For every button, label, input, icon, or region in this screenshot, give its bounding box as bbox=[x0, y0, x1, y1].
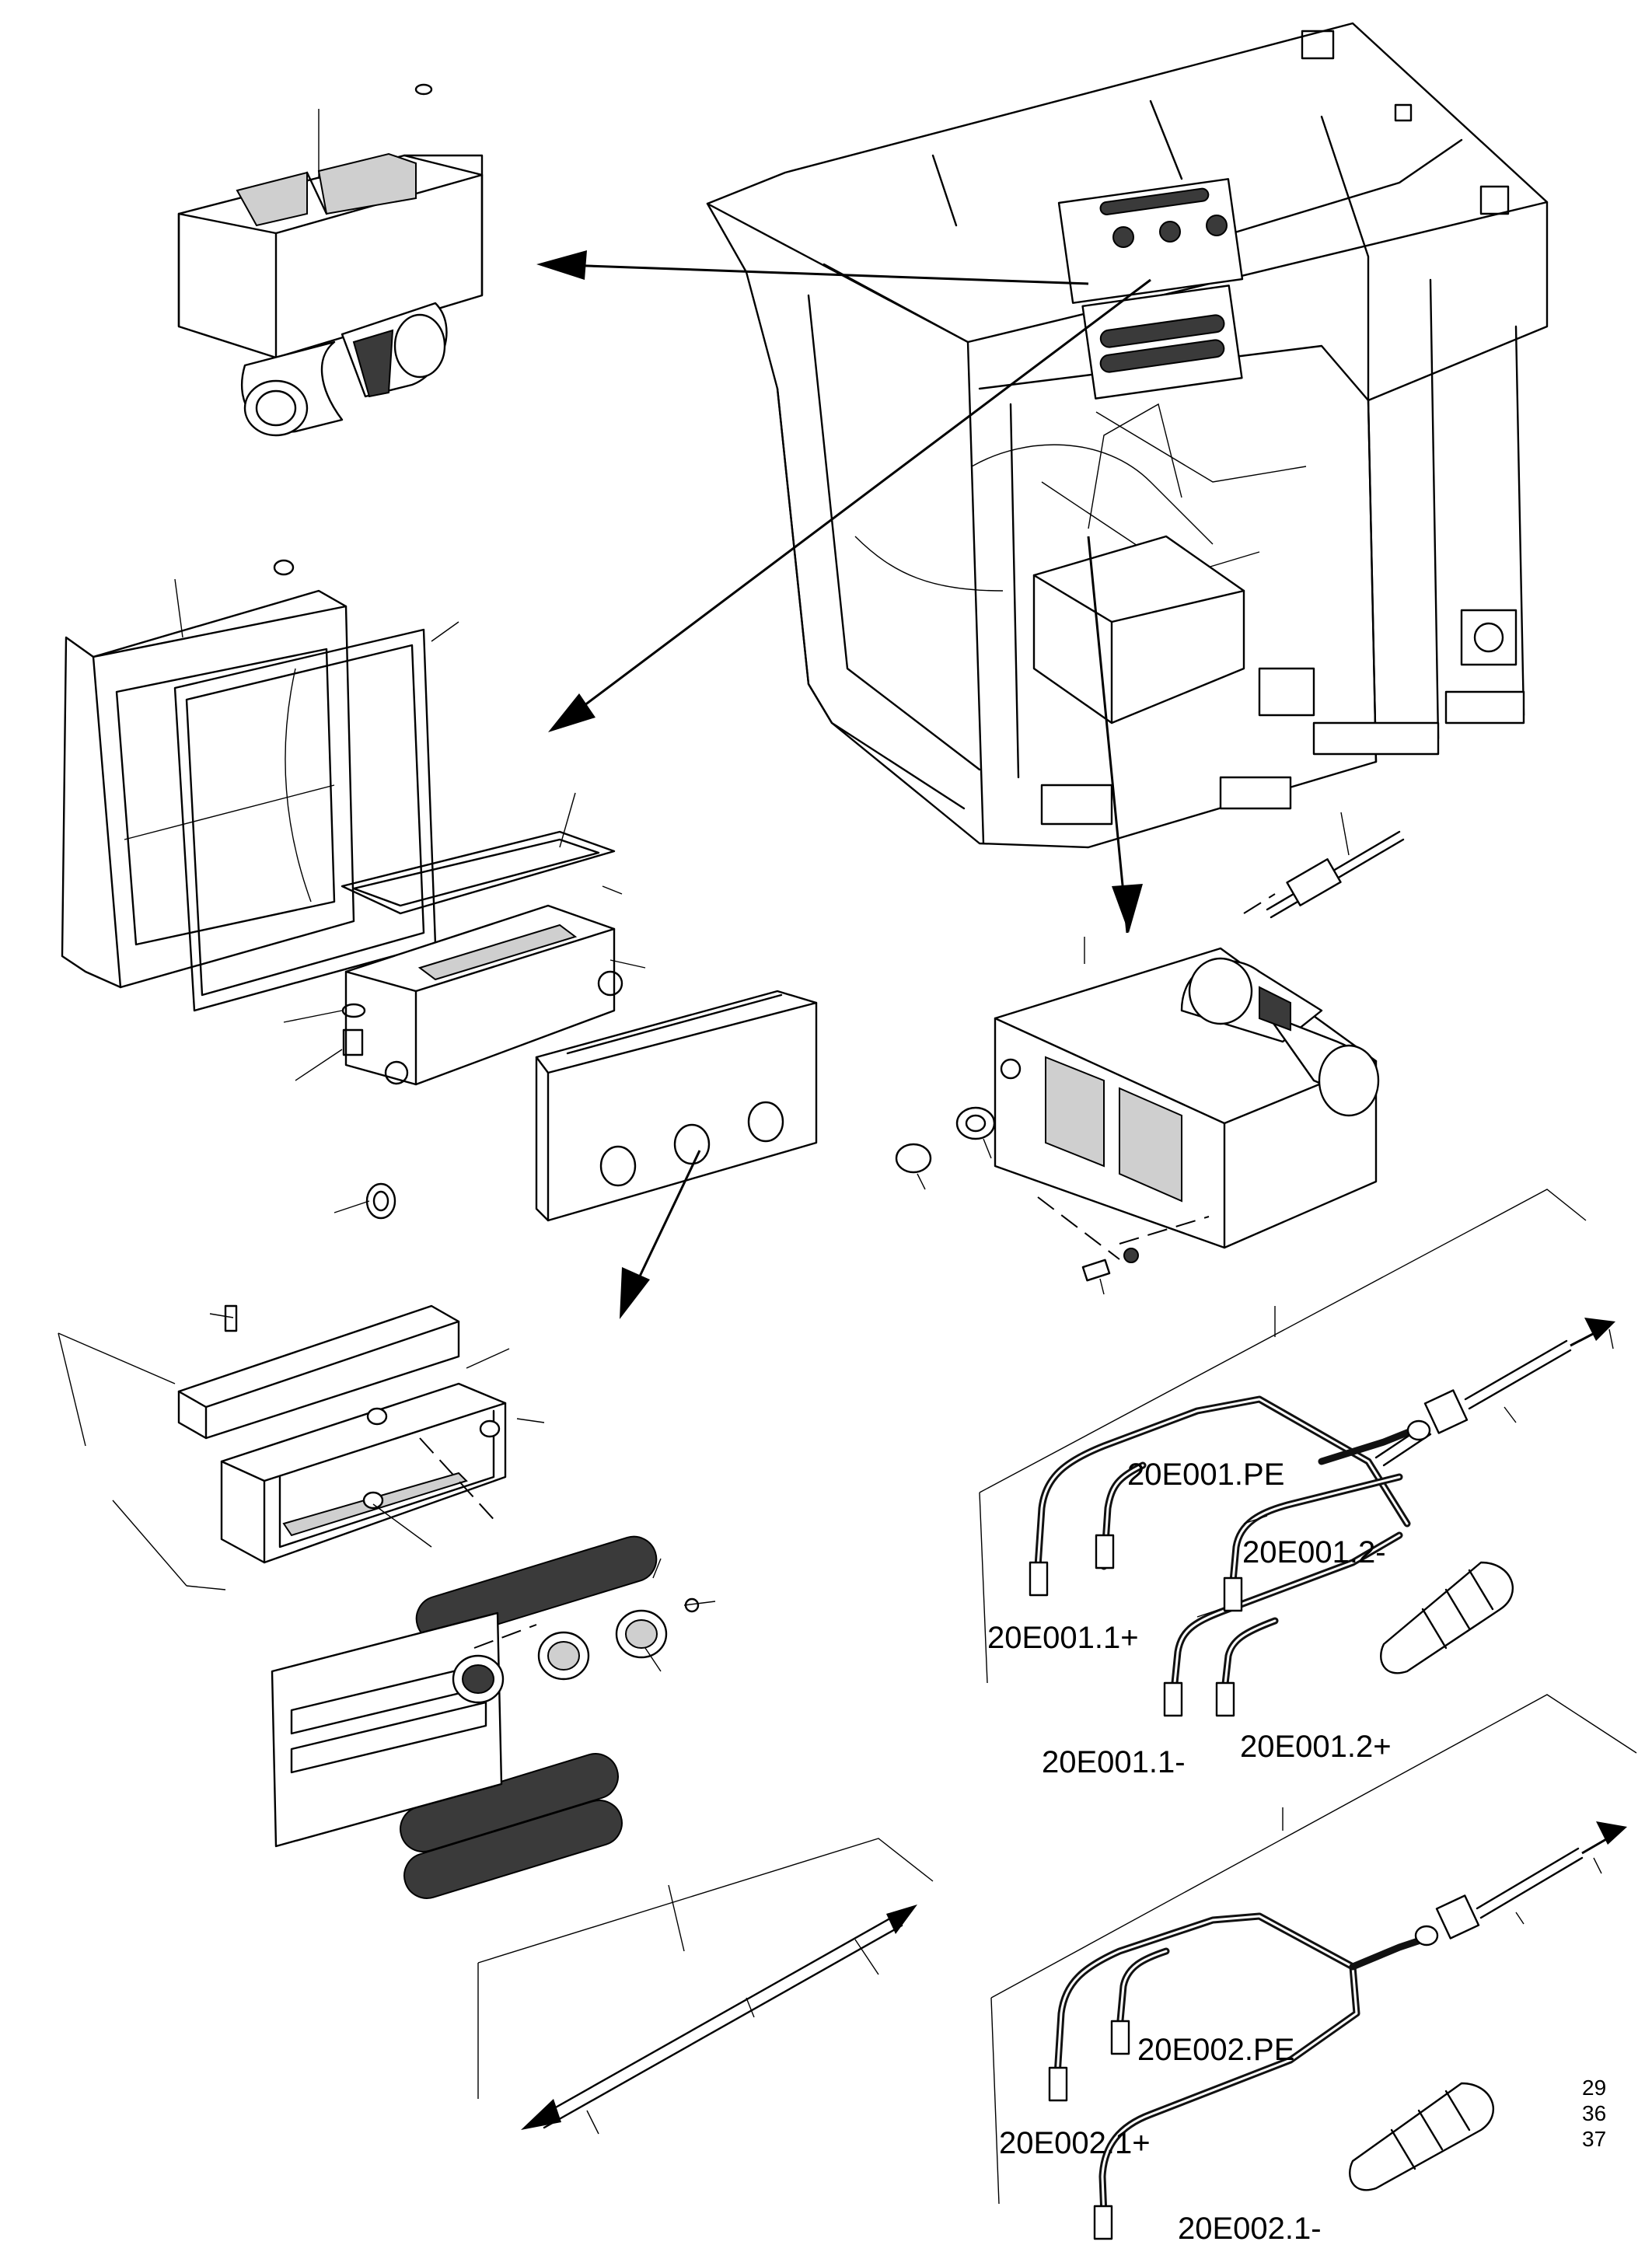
wire-labels: 20E001.PE 20E001.2- 20E001.1+ 20E001.1- … bbox=[987, 1458, 1392, 2246]
label-20e001-2-minus: 20E001.2- bbox=[1242, 1535, 1386, 1569]
label-20e001-2-plus: 20E001.2+ bbox=[1240, 1730, 1392, 1764]
louvre-grille-assembly bbox=[177, 1304, 700, 1899]
label-20e002-pe: 20E002.PE bbox=[1137, 2033, 1294, 2067]
heater-frame-parts bbox=[61, 559, 818, 1222]
sheet-ref-2: 36 bbox=[1582, 2101, 1606, 2125]
wiring-harness-e001 bbox=[979, 1189, 1615, 1717]
wiring-harness-e002 bbox=[990, 1694, 1637, 2240]
sheet-ref-3: 37 bbox=[1582, 2127, 1606, 2151]
label-20e001-1-plus: 20E001.1+ bbox=[987, 1621, 1139, 1655]
sheet-reference-numbers: 29 36 37 bbox=[1582, 2076, 1606, 2151]
label-20e001-pe: 20E001.PE bbox=[1127, 1458, 1284, 1492]
label-20e002-1-plus: 20E002.1+ bbox=[999, 2126, 1151, 2160]
heater-blower-unit-top bbox=[177, 83, 484, 437]
leader-lines bbox=[58, 578, 1350, 1672]
label-20e001-1-minus: 20E001.1- bbox=[1042, 1745, 1186, 1779]
cab-assembly bbox=[706, 22, 1549, 849]
heater-hose bbox=[477, 1838, 934, 2135]
sheet-ref-1: 29 bbox=[1582, 2076, 1606, 2100]
label-20e002-1-minus: 20E002.1- bbox=[1178, 2212, 1322, 2246]
assembly-arrows bbox=[419, 250, 1276, 1649]
heater-blower-unit-bottom bbox=[895, 830, 1405, 1282]
